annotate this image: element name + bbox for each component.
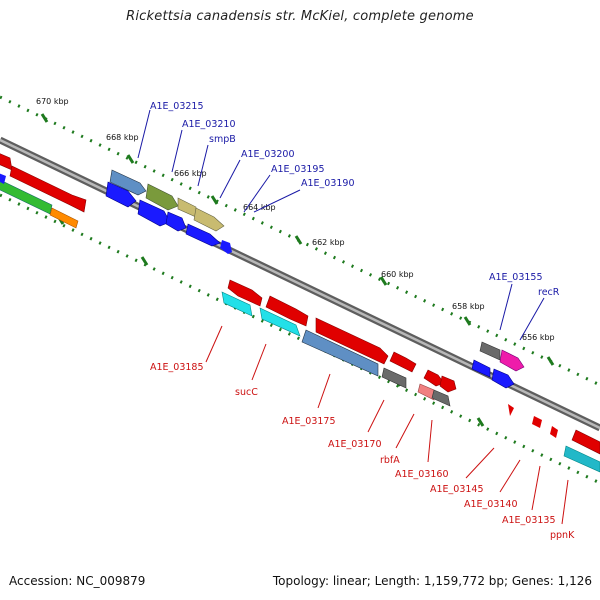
gene-label-recr[interactable]: recR — [538, 287, 560, 298]
tick-label-658: 658 kbp — [452, 302, 485, 311]
gene-features-left — [0, 153, 87, 229]
gene-label-a1e-03175[interactable]: A1E_03175 — [282, 416, 336, 427]
top-tick-track — [0, 95, 600, 387]
gene-label-succ[interactable]: sucC — [235, 387, 258, 398]
tick-label-656: 656 kbp — [522, 333, 555, 342]
gene-features-bottom — [221, 279, 600, 473]
top-leader-lines — [137, 109, 545, 341]
tick-label-662: 662 kbp — [312, 238, 345, 247]
gene-label-a1e-03135[interactable]: A1E_03135 — [502, 515, 556, 526]
gene-label-a1e-03140[interactable]: A1E_03140 — [464, 499, 518, 510]
genome-summary-text: Topology: linear; Length: 1,159,772 bp; … — [272, 574, 592, 588]
accession-text: Accession: NC_009879 — [9, 574, 146, 588]
gene-label-a1e-03210[interactable]: A1E_03210 — [182, 119, 236, 130]
gene-label-smpb[interactable]: smpB — [209, 134, 236, 145]
major-ticks — [40, 113, 555, 427]
gene-label-a1e-03145[interactable]: A1E_03145 — [430, 484, 484, 495]
gene-features-top — [105, 169, 525, 389]
tick-label-668: 668 kbp — [106, 133, 139, 142]
gene-label-a1e-03170[interactable]: A1E_03170 — [328, 439, 382, 450]
tick-label-664: 664 kbp — [243, 203, 276, 212]
gene-label-ppnk[interactable]: ppnK — [550, 530, 575, 541]
tick-label-660: 660 kbp — [381, 270, 414, 279]
tick-label-666: 666 kbp — [174, 169, 207, 178]
gene-label-a1e-03160[interactable]: A1E_03160 — [395, 469, 449, 480]
gene-label-a1e-03215[interactable]: A1E_03215 — [150, 101, 204, 112]
gene-label-a1e-03155[interactable]: A1E_03155 — [489, 272, 543, 283]
gene-label-a1e-03195[interactable]: A1E_03195 — [271, 164, 325, 175]
gene-label-a1e-03190[interactable]: A1E_03190 — [301, 178, 355, 189]
bottom-tick-track — [0, 193, 600, 485]
gene-label-rbfa[interactable]: rbfA — [380, 455, 400, 466]
genome-title: Rickettsia canadensis str. McKiel, compl… — [126, 9, 474, 24]
bottom-leader-lines — [205, 325, 569, 525]
gene-label-a1e-03185[interactable]: A1E_03185 — [150, 362, 204, 373]
gene-label-a1e-03200[interactable]: A1E_03200 — [241, 149, 295, 160]
tick-label-670: 670 kbp — [36, 97, 69, 106]
